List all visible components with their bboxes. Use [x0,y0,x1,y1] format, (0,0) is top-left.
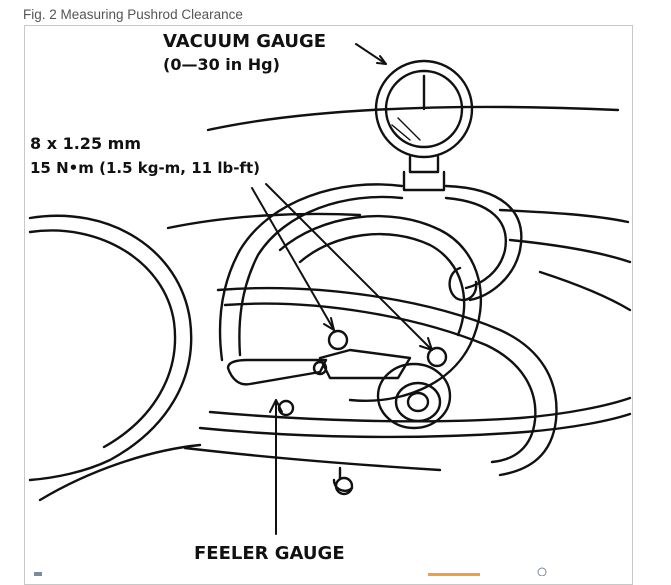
booster-body-outer [278,214,483,402]
bottom-pipe-3 [183,446,442,472]
pushrod-housing [376,362,452,430]
vacuum-gauge-label: VACUUM GAUGE [163,31,326,52]
vacuum-gauge-arrow [355,43,387,65]
pushrod-bracket [226,358,328,386]
pushrod-arm [318,348,412,380]
fender-line [206,105,620,132]
figure-caption: Fig. 2 Measuring Pushrod Clearance [23,7,243,22]
vacuum-gauge-nipple [402,170,446,192]
bottom-left-icon [34,572,42,576]
lower-bolt-head [334,476,354,496]
vacuum-hose-right-inner [444,196,507,290]
bracket-bolt-right [426,346,448,368]
bottom-toolbar-strip [34,567,547,576]
vacuum-range-label: (0—30 in Hg) [163,55,280,74]
torque-label: 15 N•m (1.5 kg-m, 11 lb-ft) [30,159,260,177]
right-lower-line [538,270,632,312]
lower-hose-outer [216,286,558,477]
booster-body-inner [298,232,466,337]
lower-left-strut [38,443,202,502]
bolt-size-label: 8 x 1.25 mm [30,134,141,153]
bottom-pipe-2 [198,412,632,439]
booster-dome [28,214,193,482]
pushrod-end [406,391,430,413]
bolt-leader-left [251,187,335,331]
pushrod-pivot [312,360,328,376]
bottom-info-icon [537,567,547,576]
hose-end-cap [448,266,478,302]
vacuum-hose-inner [238,195,404,357]
feeler-gauge-label: FEELER GAUGE [194,543,345,564]
bottom-pipe-1 [208,396,632,423]
bottom-accent-bar [428,573,480,576]
vacuum-gauge-glare [391,117,421,141]
figure-frame [24,25,633,585]
booster-dome-inner [28,229,177,449]
vacuum-hose-outer [218,183,404,362]
vacuum-hose-right-outer [444,184,523,302]
upper-body-line [166,212,362,230]
bracket-bolt-left [327,329,349,351]
vacuum-gauge-face [384,69,464,149]
pushrod-housing-inner [394,381,442,423]
vacuum-gauge-dial [374,59,474,159]
right-body-line-2 [508,238,632,264]
lower-hose-inner [223,302,537,464]
bolt-leader-right [265,183,433,351]
vacuum-gauge-stem [408,155,440,174]
